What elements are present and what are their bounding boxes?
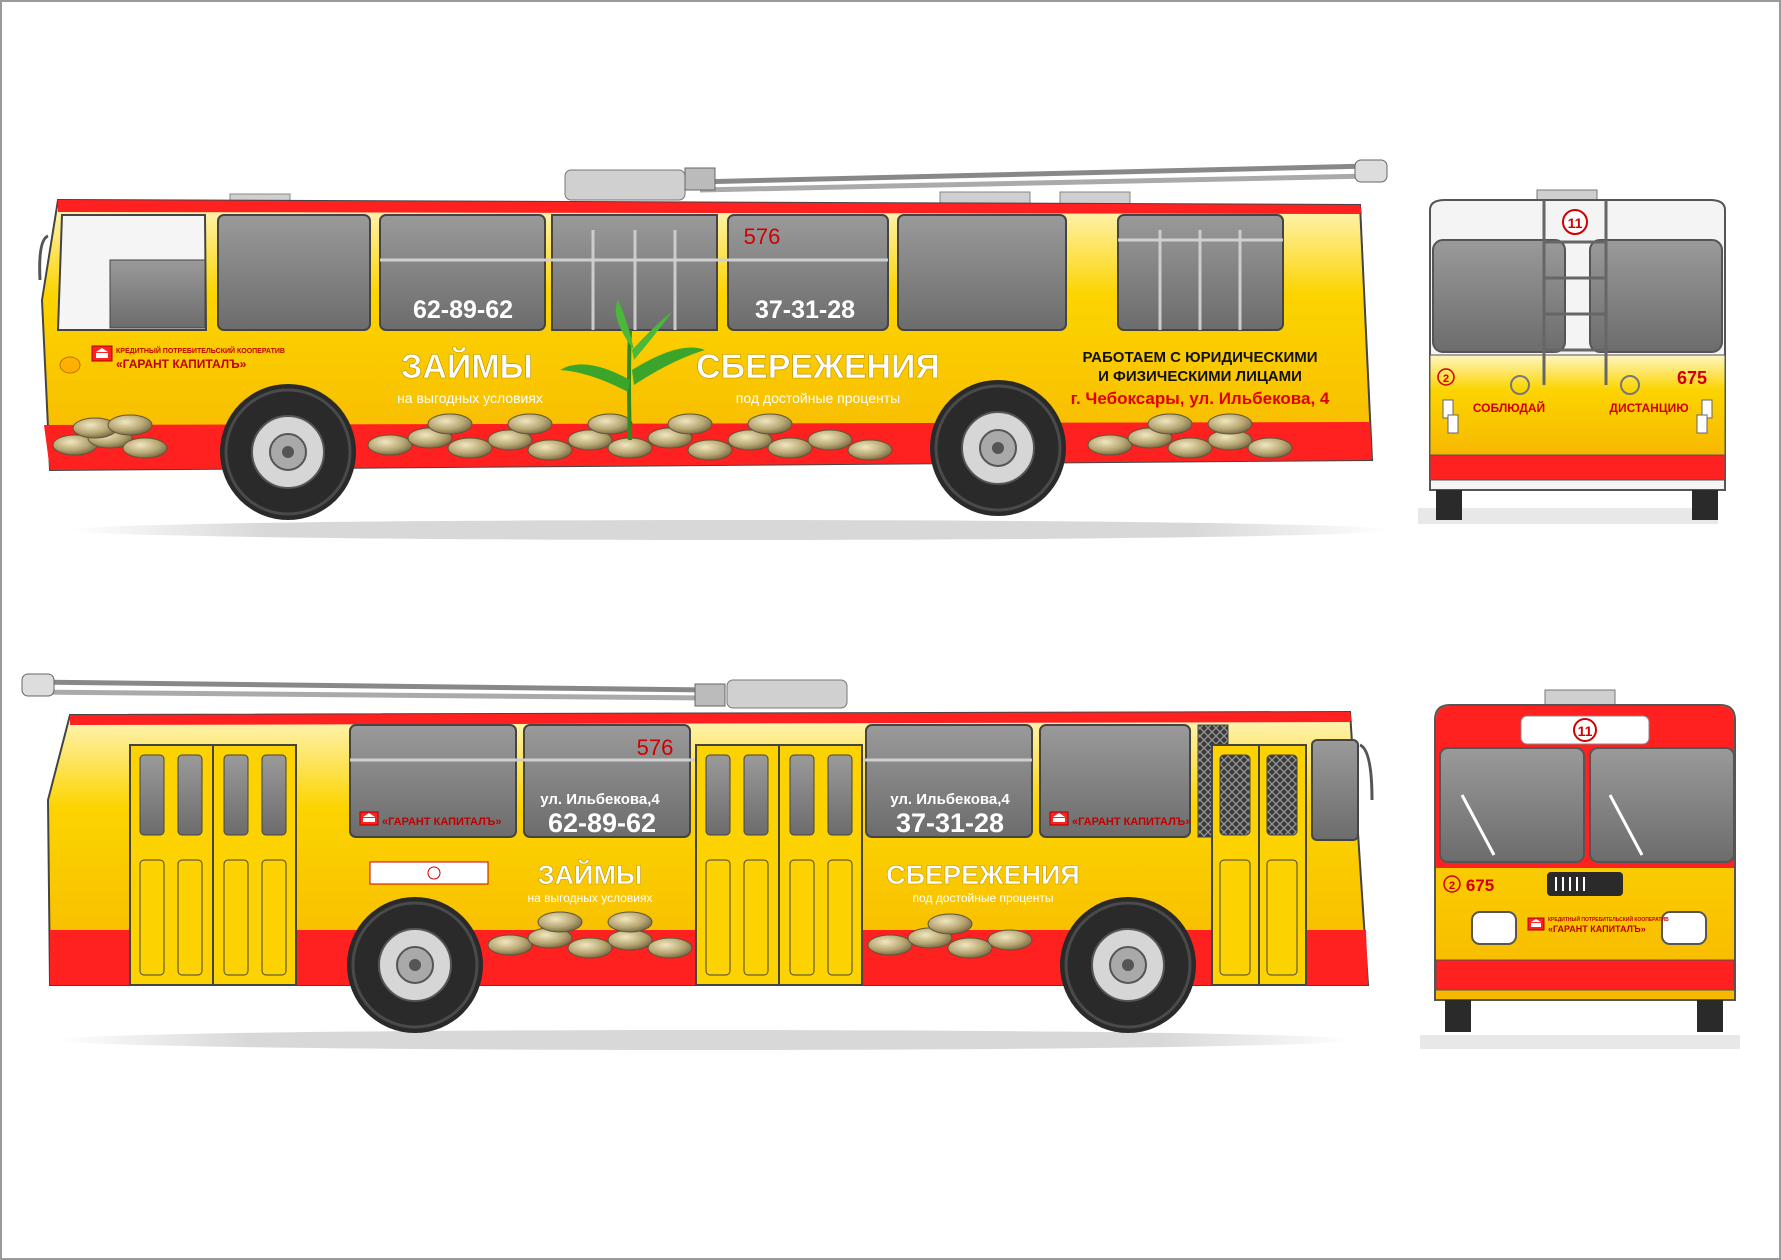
brand-name: «ГАРАНТ КАПИТАЛЪ» bbox=[382, 816, 501, 828]
distance-label: ДИСТАНЦИЮ bbox=[1609, 401, 1688, 415]
window bbox=[727, 214, 889, 331]
brand-name: «ГАРАНТ КАПИТАЛЪ» bbox=[1548, 924, 1646, 934]
street-address: ул. Ильбекова,4 bbox=[890, 791, 1010, 808]
front-wheel bbox=[1058, 895, 1198, 1035]
route-number: 11 bbox=[1578, 723, 1593, 739]
brand-badge: «ГАРАНТ КАПИТАЛЪ» bbox=[1049, 811, 1191, 828]
front-door-window bbox=[109, 259, 206, 329]
wiper bbox=[1460, 794, 1496, 856]
brand-badge: КРЕДИТНЫЙ ПОТРЕБИТЕЛЬСКИЙ КООПЕРАТИВ «ГА… bbox=[91, 345, 285, 371]
savings-title: СБЕРЕЖЕНИЯ bbox=[696, 348, 940, 386]
front-tire bbox=[1445, 1000, 1471, 1032]
brand-name: «ГАРАНТ КАПИТАЛЪ» bbox=[116, 357, 247, 371]
roof-vent bbox=[1059, 191, 1131, 205]
door bbox=[695, 744, 863, 986]
phone-number: 62-89-62 bbox=[548, 808, 656, 838]
windshield bbox=[1439, 747, 1585, 863]
brand-org-line: КРЕДИТНЫЙ ПОТРЕБИТЕЛЬСКИЙ КООПЕРАТИВ bbox=[116, 346, 285, 355]
top-side-view: КРЕДИТНЫЙ ПОТРЕБИТЕЛЬСКИЙ КООПЕРАТИВ «ГА… bbox=[38, 159, 1390, 540]
rear-tire bbox=[1692, 490, 1718, 520]
trolley-poles bbox=[684, 159, 1388, 193]
marker-light bbox=[59, 356, 81, 374]
headlight bbox=[1661, 911, 1707, 945]
rear-wheel bbox=[345, 895, 485, 1035]
door bbox=[1211, 744, 1307, 986]
address: г. Чебоксары, ул. Ильбекова, 4 bbox=[1071, 389, 1330, 408]
brand-name: «ГАРАНТ КАПИТАЛЪ» bbox=[1072, 816, 1191, 828]
savings-subtitle: под достойные проценты bbox=[913, 891, 1054, 905]
roof-unit bbox=[726, 679, 848, 709]
window bbox=[865, 724, 1033, 838]
fleet-number: 576 bbox=[637, 735, 674, 760]
rear-tire bbox=[1436, 490, 1462, 520]
brand-badge: КРЕДИТНЫЙ ПОТРЕБИТЕЛЬСКИЙ КООПЕРАТИВ «ГА… bbox=[1527, 915, 1669, 934]
loans-title: ЗАЙМЫ bbox=[401, 347, 533, 386]
route-badge bbox=[1573, 718, 1597, 742]
roof-stripe bbox=[58, 200, 1362, 214]
door bbox=[129, 744, 297, 986]
front-wheel bbox=[218, 382, 358, 522]
window bbox=[523, 724, 691, 838]
ground-shadow bbox=[70, 520, 1390, 540]
keep-label: СОБЛЮДАЙ bbox=[1473, 400, 1545, 415]
cab-window bbox=[1311, 739, 1359, 841]
circle-badge: 2 bbox=[1449, 880, 1455, 892]
savings-title: СБЕРЕЖЕНИЯ bbox=[886, 860, 1080, 890]
window bbox=[349, 724, 517, 838]
phone-number: 62-89-62 bbox=[413, 296, 513, 324]
bank-building-icon bbox=[96, 348, 108, 358]
roof-vent bbox=[939, 191, 1031, 205]
route-number: 11 bbox=[1568, 215, 1583, 231]
trolley-poles bbox=[21, 673, 726, 707]
brand-org-line: КРЕДИТНЫЙ ПОТРЕБИТЕЛЬСКИЙ КООПЕРАТИВ bbox=[1548, 915, 1669, 923]
front-view: 11 2 675 КРЕДИТНЫЙ ПОТРЕБИТЕЛЬСКИЙ КООПЕ… bbox=[1420, 689, 1740, 1049]
rear-window bbox=[1432, 239, 1566, 353]
bottom-side-view: «ГАРАНТ КАПИТАЛЪ» «ГАРАНТ КАПИТАЛЪ» 576 … bbox=[21, 673, 1374, 1050]
rear-wheel bbox=[928, 378, 1068, 518]
roof-stripe bbox=[70, 712, 1352, 725]
bank-building-icon bbox=[1053, 813, 1065, 822]
circle-badge: 2 bbox=[1443, 373, 1449, 385]
wiper bbox=[1608, 794, 1644, 856]
fleet-number: 576 bbox=[744, 224, 781, 249]
phone-number: 37-31-28 bbox=[896, 808, 1004, 838]
client-line-2: И ФИЗИЧЕСКИМИ ЛИЦАМИ bbox=[1098, 368, 1302, 385]
loans-subtitle: на выгодных условиях bbox=[528, 891, 653, 905]
mirror bbox=[38, 234, 49, 281]
front-tire bbox=[1697, 1000, 1723, 1032]
window bbox=[217, 214, 371, 331]
rear-ladder bbox=[1542, 200, 1608, 385]
street-address: ул. Ильбекова,4 bbox=[540, 791, 660, 808]
side-number: 675 bbox=[1677, 368, 1707, 388]
roof-unit bbox=[564, 169, 686, 201]
headlight bbox=[1471, 911, 1517, 945]
loans-title: ЗАЙМЫ bbox=[538, 859, 643, 890]
window bbox=[379, 214, 546, 331]
sprout-icon bbox=[560, 300, 705, 441]
bank-building-icon bbox=[363, 813, 375, 822]
savings-subtitle: под достойные проценты bbox=[736, 390, 900, 406]
side-number: 675 bbox=[1466, 876, 1494, 895]
rear-window bbox=[1589, 239, 1723, 353]
client-line-1: РАБОТАЕМ С ЮРИДИЧЕСКИМИ bbox=[1083, 349, 1318, 366]
tow-hook bbox=[1620, 375, 1640, 395]
rear-view: 11 2 675 СОБЛЮДАЙ ДИСТАНЦИЮ bbox=[1418, 189, 1726, 524]
windshield bbox=[1589, 747, 1735, 863]
window bbox=[1039, 724, 1191, 838]
phone-number: 37-31-28 bbox=[755, 296, 855, 324]
notice-plate bbox=[369, 861, 489, 885]
ground-shadow bbox=[55, 1030, 1355, 1050]
bank-building-icon bbox=[1531, 919, 1541, 927]
tow-hook bbox=[1510, 375, 1530, 395]
mirror bbox=[1359, 743, 1374, 801]
brand-badge: «ГАРАНТ КАПИТАЛЪ» bbox=[359, 811, 501, 828]
loans-subtitle: на выгодных условиях bbox=[397, 390, 543, 406]
route-badge bbox=[1562, 209, 1588, 235]
window bbox=[897, 214, 1067, 331]
